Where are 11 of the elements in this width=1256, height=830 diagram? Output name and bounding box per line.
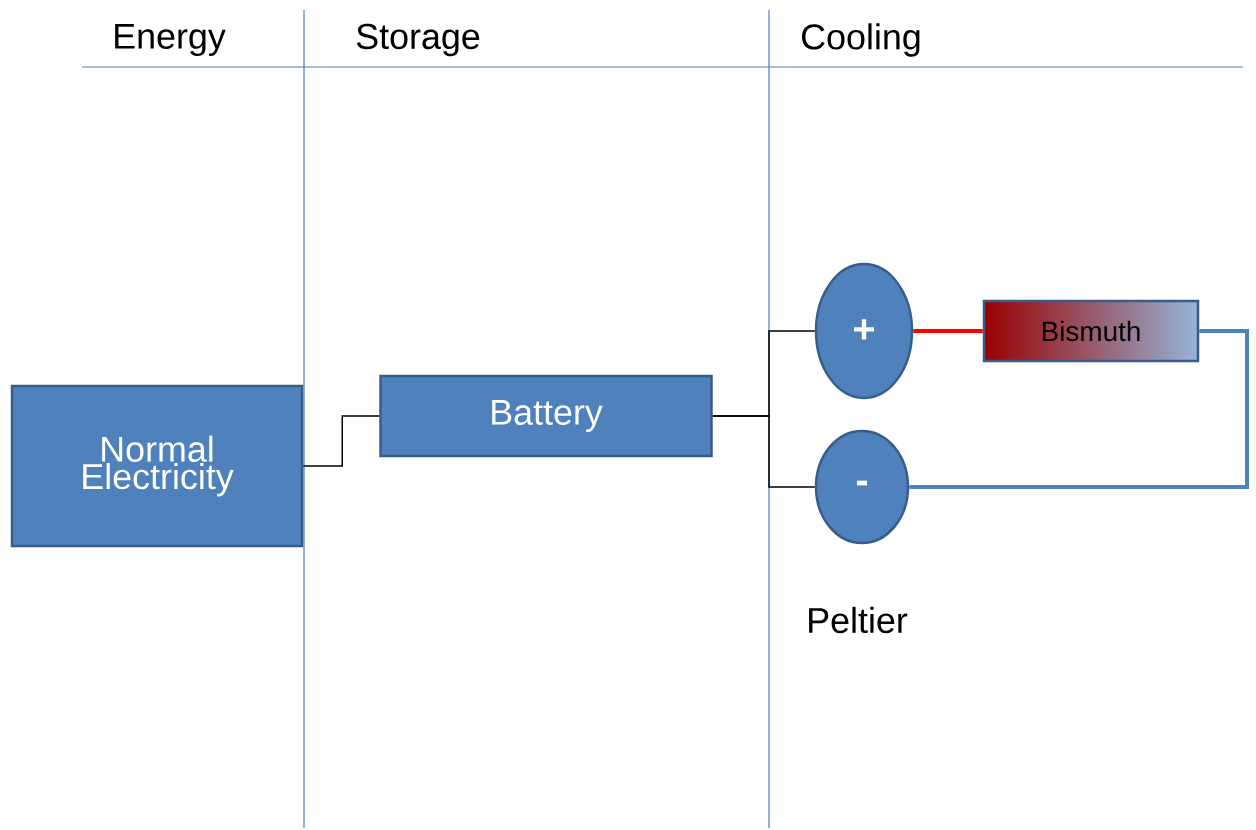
source-box: Normal Electricity [10, 384, 304, 548]
connector-line [712, 415, 816, 488]
lane-heading: Storage [356, 23, 480, 57]
storage-box: Battery [379, 374, 713, 458]
connector-line [302, 415, 380, 467]
connector-line [909, 329, 1249, 489]
connector-line [913, 329, 983, 333]
caption: Peltier [809, 606, 908, 634]
lane-heading: Energy [115, 23, 226, 57]
element-bar: Bismuth [982, 299, 1200, 363]
lane-heading: Cooling [802, 23, 920, 57]
